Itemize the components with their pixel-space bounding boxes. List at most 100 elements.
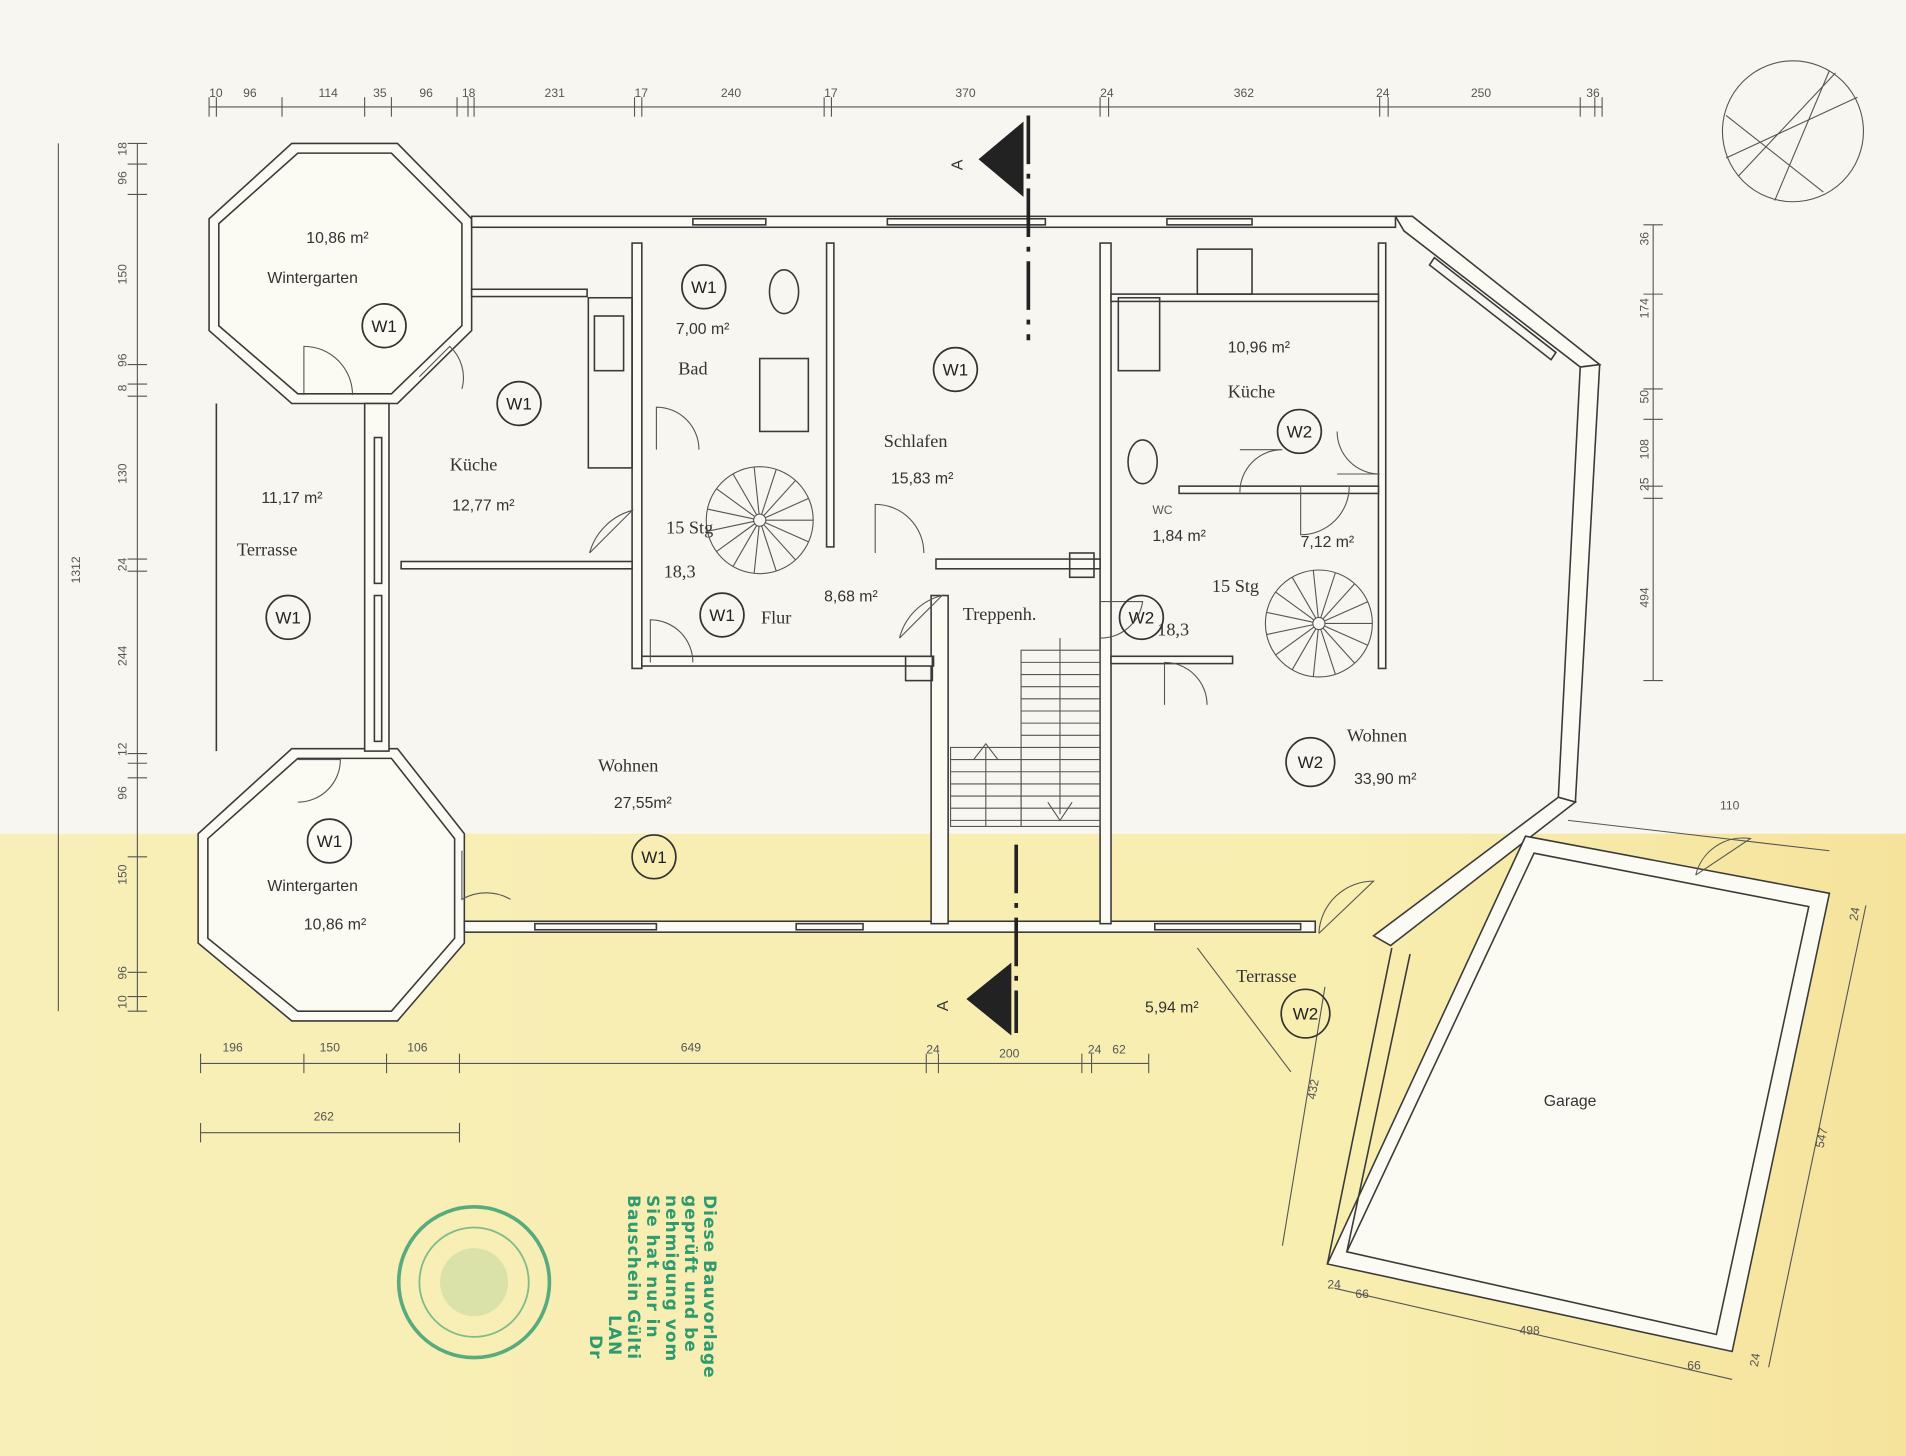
room-area: 8,68 m² [824, 589, 878, 606]
bottom-dimensions: 196 150 106 649 24 200 24 62 262 [222, 1040, 1126, 1123]
dim-top: 114 [318, 86, 338, 100]
dim-bottom-total: 262 [314, 1110, 335, 1124]
room-name: Wintergarten [267, 878, 357, 895]
stair-tread [753, 466, 760, 515]
section-marker-bottom: A [935, 844, 1019, 1036]
dim-garage: 24 [1747, 1352, 1763, 1368]
section-label: A [935, 1000, 952, 1011]
stair-tread [763, 480, 796, 517]
room-name: Küche [450, 454, 498, 474]
stair-tread [765, 497, 809, 519]
svg-text:W2: W2 [1129, 608, 1155, 627]
room-name: Terrasse [1236, 966, 1296, 986]
stair-tread [1291, 576, 1317, 619]
room-name: Schlafen [884, 431, 948, 451]
unit-badge: W2 [1285, 736, 1336, 788]
svg-text:W1: W1 [317, 832, 343, 851]
dim-top: 24 [1100, 86, 1114, 100]
svg-text:W2: W2 [1287, 423, 1313, 442]
svg-text:W1: W1 [943, 361, 969, 380]
room-area: 1,84 m² [1152, 528, 1206, 545]
stair-steps: 15 Stg [666, 518, 713, 538]
stamp-line: Bauschein Gülti [623, 1195, 643, 1361]
room-area: 7,00 m² [676, 321, 730, 338]
room-area: 11,17 m² [261, 490, 322, 507]
north-compass-icon [1721, 60, 1865, 203]
dim-left: 96 [115, 966, 129, 980]
dim-bottom: 62 [1112, 1043, 1126, 1057]
dim-garage: 547 [1813, 1126, 1831, 1149]
room-area: 10,86 m² [304, 917, 366, 934]
dim-garage: 24 [1327, 1277, 1341, 1291]
dim-bottom: 24 [926, 1043, 940, 1057]
unit-badge: W1 [265, 594, 311, 641]
stair-tread [1275, 626, 1315, 656]
room-garage: Garage [1544, 1093, 1597, 1110]
svg-text:W2: W2 [1298, 753, 1324, 772]
left-dimensions: 18 96 150 96 8 130 24 244 12 96 150 96 1… [69, 142, 129, 1009]
official-seal [396, 1205, 552, 1360]
dim-left: 150 [115, 264, 129, 285]
stair-info-w1: 15 Stg 18,3 [664, 518, 714, 582]
dim-left: 96 [115, 786, 129, 800]
dim-top: 10 [209, 86, 223, 100]
garage-dimensions: 110 24 547 432 24 66 498 66 24 [1304, 798, 1862, 1372]
stair-tread [1266, 611, 1314, 623]
stamp-line: Sie hat nur in [642, 1195, 662, 1339]
dim-left: 130 [115, 463, 129, 484]
room-kueche-w1: W1 Küche 12,77 m² [450, 380, 542, 514]
room-wc: WC 1,84 m² [1152, 503, 1206, 545]
room-name: Wintergarten [267, 270, 357, 287]
room-name: Terrasse [237, 539, 297, 559]
unit-badge: W1 [681, 264, 727, 310]
dim-top: 96 [419, 86, 433, 100]
dim-bottom: 106 [407, 1040, 428, 1054]
room-wohnen-w2: W2 Wohnen 33,90 m² [1285, 725, 1416, 788]
dim-garage: 24 [1847, 906, 1863, 922]
room-area: 7,12 m² [1301, 534, 1355, 551]
dim-right: 174 [1637, 298, 1651, 319]
room-area: 10,86 m² [306, 230, 368, 247]
stamp-line: nehmigung vom [661, 1195, 681, 1363]
dim-bottom: 200 [999, 1046, 1020, 1060]
section-marker-top: A [950, 115, 1031, 341]
svg-text:W1: W1 [275, 608, 301, 627]
dim-bottom: 196 [222, 1040, 243, 1054]
dim-garage: 110 [1720, 798, 1740, 812]
svg-text:W1: W1 [691, 278, 717, 297]
stamp-line: Diese Bauvorlage [699, 1195, 719, 1379]
stair-tread [1320, 629, 1336, 675]
stair-tread [707, 508, 754, 520]
dim-left: 244 [115, 646, 129, 667]
dim-right: 36 [1637, 232, 1651, 246]
unit-badge: W2 [1276, 408, 1323, 455]
dim-top: 96 [243, 86, 257, 100]
room-flur: W1 Flur 8,68 m² [699, 589, 878, 638]
room-wohnen-w1: Wohnen 27,55m² W1 [598, 756, 677, 880]
stamp-line: geprüft und be [680, 1195, 700, 1353]
room-treppenhaus: Treppenh. [963, 604, 1037, 624]
stamp-line: LAN [604, 1315, 624, 1357]
stair-tread [1320, 572, 1336, 618]
stair-tread [1324, 601, 1368, 622]
dim-bottom: 24 [1088, 1043, 1102, 1057]
stair-tread [732, 473, 758, 516]
dim-garage: 66 [1355, 1287, 1369, 1301]
room-area: 33,90 m² [1354, 771, 1416, 788]
unit-badge: W1 [932, 346, 979, 393]
dim-right: 50 [1637, 390, 1651, 404]
stair-tread [1322, 627, 1356, 664]
stairs [705, 466, 1373, 827]
dim-bottom: 649 [681, 1040, 702, 1054]
dim-left-total: 1312 [69, 556, 83, 583]
stair-tread [716, 488, 756, 518]
dim-right: 494 [1637, 587, 1651, 608]
unit-badge: W1 [699, 592, 745, 638]
dim-bottom: 150 [320, 1040, 341, 1054]
dim-top: 231 [545, 86, 566, 100]
svg-text:W2: W2 [1293, 1005, 1319, 1024]
dim-garage: 498 [1519, 1323, 1540, 1337]
stair-tread [761, 469, 777, 515]
room-name: Bad [678, 358, 707, 378]
